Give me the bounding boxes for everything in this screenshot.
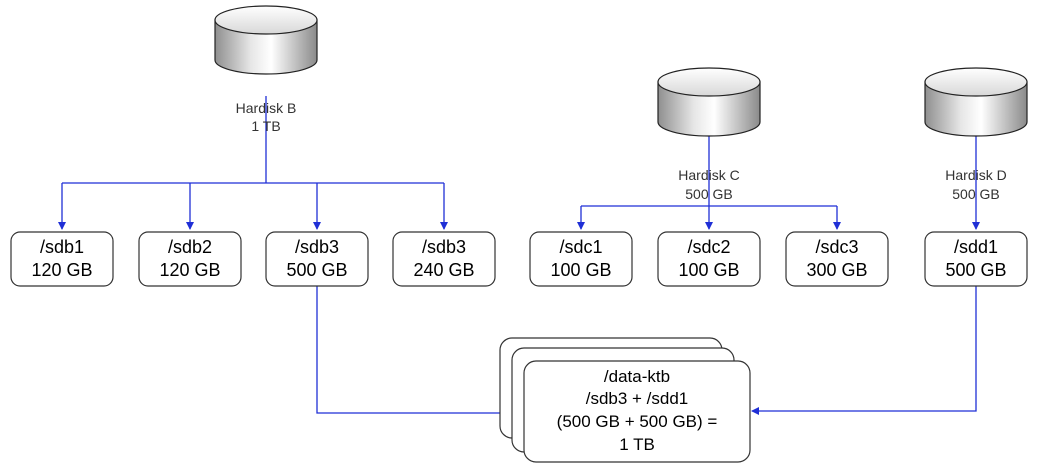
disk-d: Hardisk D 500 GB bbox=[924, 67, 1028, 202]
disk-b-icon bbox=[214, 5, 318, 75]
disk-d-name: Hardisk D bbox=[945, 167, 1006, 183]
partition-sdb3: /sdb3 500 GB bbox=[265, 231, 369, 287]
partition-name: /sdb1 bbox=[40, 237, 84, 257]
disk-c-name: Hardisk C bbox=[678, 167, 739, 183]
partition-size: 300 GB bbox=[806, 260, 867, 280]
partition-size: 120 GB bbox=[31, 260, 92, 280]
partition-name: /sdb3 bbox=[422, 237, 466, 257]
disk-c-size: 500 GB bbox=[685, 186, 732, 202]
partition-size: 500 GB bbox=[945, 260, 1006, 280]
disk-d-size: 500 GB bbox=[952, 186, 999, 202]
volume-sum: (500 GB + 500 GB) = bbox=[557, 412, 718, 431]
partition-sdb1: /sdb1 120 GB bbox=[10, 231, 114, 287]
partition-size: 100 GB bbox=[678, 260, 739, 280]
disk-d-icon bbox=[924, 67, 1028, 137]
volume-box bbox=[523, 360, 751, 463]
disk-b-name: Hardisk B bbox=[236, 100, 297, 116]
volume-total: 1 TB bbox=[619, 435, 655, 454]
logical-volume: /data-ktb /sdb3 + /sdd1 (500 GB + 500 GB… bbox=[499, 337, 751, 463]
connectors bbox=[58, 96, 980, 417]
partition-sdc2: /sdc2 100 GB bbox=[657, 231, 761, 287]
volume-name: /data-ktb bbox=[604, 367, 670, 386]
partition-name: /sdb3 bbox=[295, 237, 339, 257]
partition-sdb3-second: /sdb3 240 GB bbox=[392, 231, 496, 287]
connector-sdd1-to-volume bbox=[751, 286, 977, 415]
volume-members: /sdb3 + /sdd1 bbox=[586, 389, 689, 408]
partition-size: 240 GB bbox=[413, 260, 474, 280]
partition-size: 100 GB bbox=[550, 260, 611, 280]
partition-sdc3: /sdc3 300 GB bbox=[785, 231, 889, 287]
partition-sdd1: /sdd1 500 GB bbox=[924, 231, 1028, 287]
partition-name: /sdc3 bbox=[815, 237, 858, 257]
partitions: /sdb1 120 GB /sdb2 120 GB /sdb3 500 GB /… bbox=[10, 231, 1028, 287]
disk-c: Hardisk C 500 GB bbox=[657, 67, 761, 202]
partition-name: /sdc1 bbox=[559, 237, 602, 257]
partition-name: /sdb2 bbox=[168, 237, 212, 257]
partition-name: /sdd1 bbox=[954, 237, 998, 257]
connector-sdb3-to-volume bbox=[316, 286, 523, 417]
disk-b-size: 1 TB bbox=[251, 118, 280, 134]
partition-name: /sdc2 bbox=[687, 237, 730, 257]
disk-c-icon bbox=[657, 67, 761, 137]
partition-sdb2: /sdb2 120 GB bbox=[138, 231, 242, 287]
disk-b: Hardisk B 1 TB bbox=[214, 5, 318, 134]
partition-size: 500 GB bbox=[286, 260, 347, 280]
partition-sdc1: /sdc1 100 GB bbox=[529, 231, 633, 287]
partition-size: 120 GB bbox=[159, 260, 220, 280]
